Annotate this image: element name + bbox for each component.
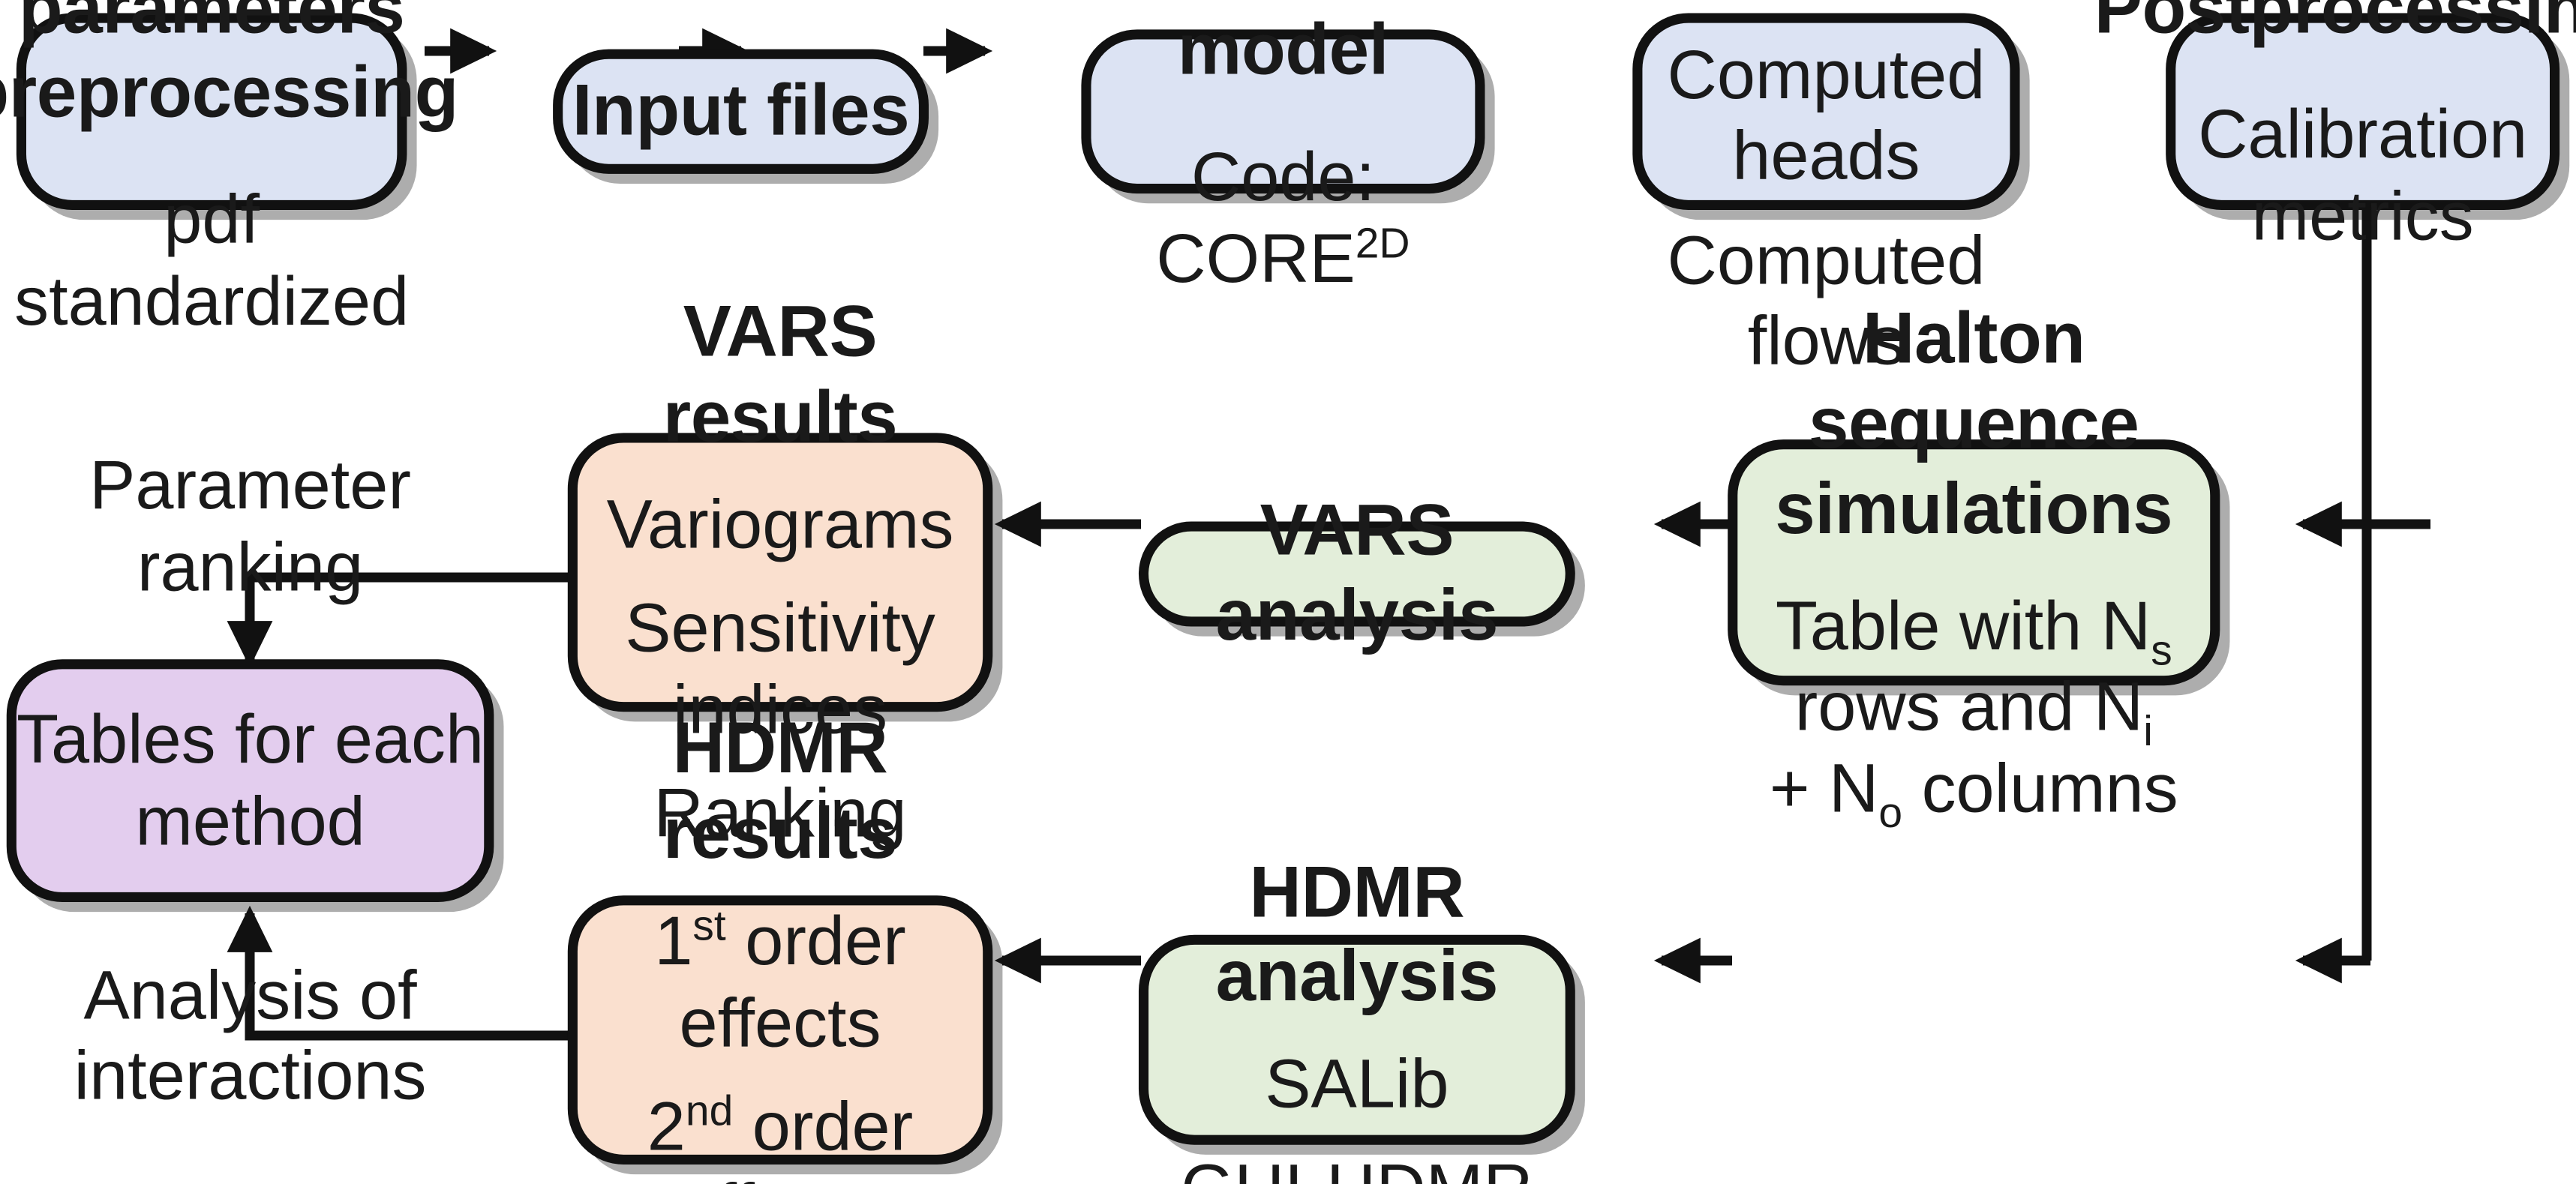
- node-line: pdf standardized: [14, 181, 410, 340]
- node-halton-sequence-simulations[interactable]: Halton sequence simulations Table with N…: [1728, 298, 2220, 833]
- table-mid: rows and N: [1794, 667, 2144, 745]
- effect1-rest: order effects: [679, 902, 906, 1061]
- node-line: Computed flows: [1667, 221, 1986, 380]
- table-end: columns: [1902, 748, 2178, 826]
- node-title-second-line: simulations: [1775, 468, 2173, 549]
- edge-hdmr-results-to-parameter-ranking: [227, 905, 572, 1041]
- node-line: Variograms: [606, 485, 954, 562]
- node-parameter-ranking[interactable]: Parameter ranking Tables for each method…: [6, 447, 494, 1114]
- table-plus: + N: [1769, 748, 1879, 826]
- node-line: Analysis of interactions: [74, 955, 427, 1114]
- node-hdmr-analysis[interactable]: HDMR analysis SALib GUI-HDMR: [1138, 852, 1575, 1184]
- node-title: Input parameters: [18, 0, 405, 49]
- effect2-num: 2: [647, 1087, 686, 1165]
- node-title: HDMR analysis: [1215, 852, 1499, 1018]
- code-base: Code: CORE: [1156, 138, 1375, 297]
- node-line: SALib: [1265, 1045, 1449, 1123]
- node-line: Computed heads: [1667, 35, 1986, 194]
- node-numerical-model[interactable]: Numerical model Code: CORE2D: [1081, 0, 1485, 297]
- edge-vars-results-to-parameter-ranking: [227, 572, 572, 668]
- table-sub-s: s: [2151, 625, 2172, 674]
- node-title: Postprocessing: [2094, 0, 2576, 49]
- node-title: HDMR results: [662, 709, 898, 875]
- node-title: Input files: [572, 70, 910, 151]
- node-vars-analysis[interactable]: VARS analysis: [1138, 490, 1575, 656]
- effect1-num: 1: [654, 902, 693, 979]
- node-line: Sensitivity indices: [625, 589, 935, 748]
- effect2-rest: order effects: [680, 1087, 914, 1184]
- effect2-ordinal: nd: [685, 1086, 734, 1135]
- code-superscript: 2D: [1355, 217, 1410, 268]
- node-title: Halton sequence: [1809, 298, 2139, 464]
- node-title: VARS analysis: [1215, 490, 1499, 656]
- table-sub-i: i: [2143, 706, 2153, 756]
- node-line: Ranking: [653, 775, 907, 853]
- node-line: GUI-HDMR: [1181, 1148, 1533, 1184]
- node-effect-first-order: 1st order effects: [578, 901, 983, 1063]
- node-table-description: Table with Ns rows and Ni + No columns: [1737, 585, 2210, 833]
- node-output-files[interactable]: Output files Computed heads Computed flo…: [1632, 0, 2020, 379]
- effect1-ordinal: st: [692, 900, 726, 950]
- node-line: Calibration metrics: [2198, 95, 2528, 254]
- node-title-second-line: preprocessing: [0, 52, 458, 134]
- node-vars-results[interactable]: VARS results Variograms Sensitivity indi…: [567, 292, 993, 852]
- node-postprocessing[interactable]: Postprocessing Calibration metrics: [2094, 0, 2576, 254]
- node-line: Tables for each method: [17, 700, 485, 860]
- node-code-line: Code: CORE2D: [1091, 136, 1476, 299]
- table-sub-o: o: [1878, 787, 1903, 837]
- node-hdmr-results[interactable]: HDMR results 1st order effects 2nd order…: [567, 709, 993, 1184]
- node-title: Numerical model: [1110, 0, 1457, 91]
- node-input-parameters-preprocessing[interactable]: Input parameters preprocessing pdf stand…: [0, 0, 458, 339]
- node-line: Parameter ranking: [89, 446, 411, 605]
- node-effect-second-order: 2nd order effects: [578, 1086, 983, 1184]
- node-input-files[interactable]: Input files: [553, 49, 929, 174]
- node-title: Output files: [1642, 0, 2010, 11]
- table-pre: Table with N: [1775, 586, 2151, 664]
- node-title: VARS results: [662, 292, 898, 458]
